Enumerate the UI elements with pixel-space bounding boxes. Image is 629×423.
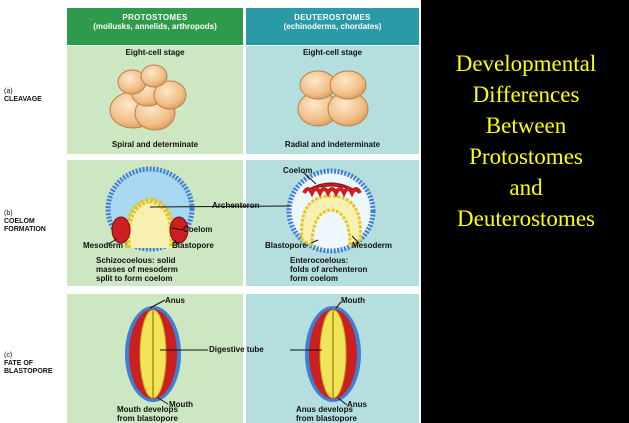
digestive-tube-label: Digestive tube [209, 345, 264, 354]
slide-title-line: Differences [423, 79, 629, 110]
enterocoelous-caption-line: form coelom [290, 274, 367, 283]
protostome-blastopore-caption-line: from blastopore [117, 414, 178, 423]
enterocoelous-caption-line: folds of archenteron [290, 265, 367, 274]
blastopore-label-right: Blastopore [265, 241, 307, 250]
protostome-blastopore-caption: Mouth develops from blastopore [117, 405, 178, 423]
panel-cleavage-deuterostome [246, 46, 419, 154]
deuterostome-blastopore-caption-line: Anus develops [296, 405, 357, 414]
row-name-coelom: COELOM [4, 218, 46, 226]
schizocoelous-caption-line: masses of mesoderm [96, 265, 178, 274]
row-name-blastopore: BLASTOPORE [4, 368, 53, 376]
protostome-blastopore-caption-line: Mouth develops [117, 405, 178, 414]
slide-title: Developmental Differences Between Protos… [423, 48, 629, 234]
blastopore-label-left: Blastopore [172, 241, 214, 250]
enterocoelous-caption: Enterocoelous: folds of archenteron form… [290, 256, 367, 283]
schizocoelous-caption-line: Schizocoelous: solid [96, 256, 178, 265]
row-letter-c: (c) [4, 352, 53, 360]
deuterostomes-title: DEUTEROSTOMES [246, 13, 419, 22]
enterocoelous-caption-line: Enterocoelous: [290, 256, 367, 265]
mesoderm-label-left: Mesoderm [83, 241, 123, 250]
coelom-label-right: Coelom [283, 166, 312, 175]
row-name-formation: FORMATION [4, 226, 46, 234]
slide-title-line: Deuterostomes [423, 203, 629, 234]
deuterostomes-header: DEUTEROSTOMES (echinoderms, chordates) [246, 8, 419, 45]
protostomes-subtitle: (mollusks, annelids, arthropods) [93, 22, 217, 31]
eight-cell-label-right: Eight-cell stage [246, 48, 419, 57]
slide-title-line: Protostomes [423, 141, 629, 172]
diagram-figure: PROTOSTOMES (mollusks, annelids, arthrop… [0, 0, 421, 423]
slide-title-line: Developmental [423, 48, 629, 79]
row-label-blastopore: (c) FATE OF BLASTOPORE [4, 352, 53, 376]
coelom-label-left: Coelom [183, 225, 212, 234]
slide-title-line: and [423, 172, 629, 203]
archenteron-label: Archenteron [212, 201, 260, 210]
mouth-label-right: Mouth [341, 296, 365, 305]
anus-label-left: Anus [165, 296, 185, 305]
row-letter-a: (a) [4, 88, 42, 96]
spiral-caption: Spiral and determinate [67, 140, 243, 149]
schizocoelous-caption-line: split to form coelom [96, 274, 178, 283]
panel-blastopore-protostome [67, 294, 243, 423]
row-letter-b: (b) [4, 210, 46, 218]
protostomes-header: PROTOSTOMES (mollusks, annelids, arthrop… [67, 8, 243, 45]
mesoderm-label-right: Mesoderm [352, 241, 392, 250]
panel-blastopore-deuterostome [246, 294, 419, 423]
eight-cell-label-left: Eight-cell stage [67, 48, 243, 57]
deuterostomes-subtitle: (echinoderms, chordates) [284, 22, 382, 31]
row-label-coelom: (b) COELOM FORMATION [4, 210, 46, 234]
deuterostome-blastopore-caption-line: from blastopore [296, 414, 357, 423]
slide-title-line: Between [423, 110, 629, 141]
panel-cleavage-protostome [67, 46, 243, 154]
radial-caption: Radial and indeterminate [246, 140, 419, 149]
schizocoelous-caption: Schizocoelous: solid masses of mesoderm … [96, 256, 178, 283]
row-name-fate-of: FATE OF [4, 360, 53, 368]
row-name-cleavage: CLEAVAGE [4, 96, 42, 103]
row-label-cleavage: (a) CLEAVAGE [4, 88, 42, 104]
protostomes-title: PROTOSTOMES [67, 13, 243, 22]
deuterostome-blastopore-caption: Anus develops from blastopore [296, 405, 357, 423]
